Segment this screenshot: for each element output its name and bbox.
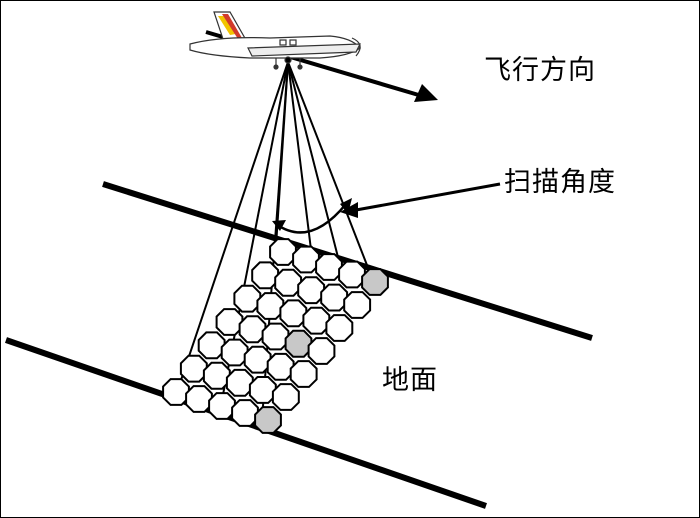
laser-footprint — [289, 360, 318, 388]
laser-footprint — [162, 378, 190, 406]
laser-footprint — [297, 276, 326, 305]
laser-footprint — [269, 238, 297, 266]
sampled-footprint — [254, 406, 282, 434]
laser-footprint — [279, 299, 308, 328]
laser-footprint — [274, 268, 303, 297]
scan-beam — [287, 61, 341, 266]
laser-footprint — [208, 392, 236, 420]
laser-footprint — [238, 315, 267, 344]
laser-footprint — [215, 308, 244, 336]
laser-footprint — [243, 345, 272, 374]
scan-beam — [275, 61, 289, 247]
laser-footprint — [302, 306, 331, 335]
laser-footprint — [256, 292, 285, 320]
laser-footprint — [320, 283, 349, 312]
ground-label: 地面 — [382, 365, 438, 396]
scan-beam — [175, 61, 289, 396]
laser-footprint — [261, 322, 290, 351]
laser-footprint — [233, 284, 262, 313]
laser-footprint — [202, 361, 231, 390]
laser-footprint — [307, 337, 336, 365]
flight-direction-label: 飞行方向 — [484, 55, 596, 86]
laser-footprint — [325, 314, 354, 342]
laser-footprint — [343, 291, 372, 319]
scan-beam — [287, 61, 313, 259]
laser-footprint — [251, 261, 280, 290]
laser-footprint — [179, 354, 208, 383]
laser-footprint — [248, 376, 277, 404]
laser-footprint — [225, 368, 254, 397]
sampled-footprint — [361, 268, 389, 296]
laser-footprint — [292, 245, 320, 274]
laser-footprint — [220, 338, 249, 367]
flight-direction-arrowhead — [414, 84, 438, 102]
scan-angle-label: 扫描角度 — [504, 167, 616, 198]
laser-footprint — [185, 385, 213, 413]
laser-footprint — [338, 260, 366, 289]
laser-footprint — [271, 383, 300, 411]
laser-footprint — [315, 253, 343, 281]
laser-footprint — [231, 399, 259, 427]
scan-angle-leader-line — [355, 182, 501, 212]
scan-angle-arc — [275, 203, 347, 234]
sampled-footprint — [284, 329, 313, 358]
scan-angle-leader-arrowhead — [340, 202, 358, 218]
airplane-icon — [189, 11, 361, 70]
footprint-grid — [162, 238, 389, 434]
scan-beam — [287, 61, 373, 279]
laser-footprint — [197, 331, 226, 360]
laser-footprint — [266, 352, 295, 381]
scan-angle-arc-arrowhead-left — [272, 220, 286, 231]
